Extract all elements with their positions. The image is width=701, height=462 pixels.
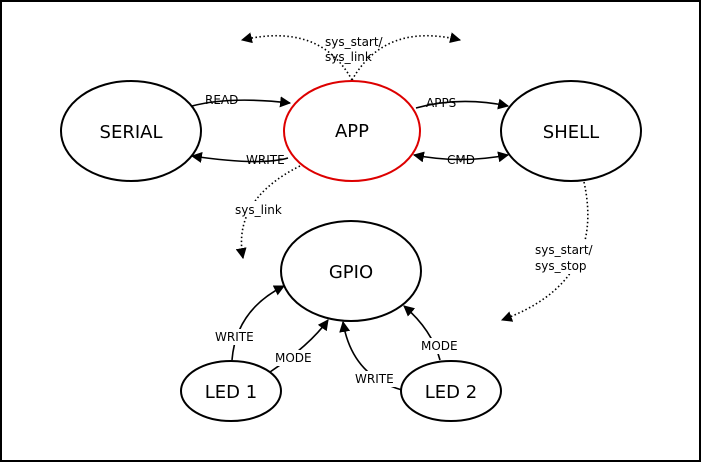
edge-label-sys-stop-shell-2: sys_stop — [535, 259, 587, 273]
edge-label-bg — [352, 371, 398, 387]
edge-label-bg — [232, 201, 290, 217]
node-app: APP — [283, 80, 421, 182]
edge-label-led2-write: WRITE — [355, 372, 394, 386]
edge-serial-to-app-read — [191, 96, 292, 108]
node-serial: SERIAL — [60, 80, 202, 182]
node-led1-label: LED 1 — [205, 382, 257, 403]
edge-label-read: READ — [205, 93, 238, 107]
edge-label-sys-start-shell-1: sys_start/ — [535, 243, 594, 257]
node-led2-label: LED 2 — [425, 382, 477, 403]
edge-app-sys-link — [235, 165, 301, 260]
edge-label-write-serial: WRITE — [246, 153, 285, 167]
edge-label-apps: APPS — [426, 96, 456, 110]
edge-label-bg — [212, 329, 258, 345]
edge-led1-mode — [269, 319, 329, 373]
node-gpio-label: GPIO — [329, 262, 373, 283]
edge-label-bg — [532, 240, 598, 274]
edge-led2-mode — [403, 305, 441, 361]
edge-app-to-serial-write — [190, 151, 289, 163]
edge-label-sys-start-app-1: sys_start/ — [325, 35, 384, 49]
node-gpio: GPIO — [280, 220, 422, 322]
node-app-label: APP — [335, 121, 369, 142]
node-serial-label: SERIAL — [100, 122, 163, 143]
edge-label-bg — [272, 350, 316, 366]
edge-label-led1-mode: MODE — [275, 351, 312, 365]
edge-label-bg — [418, 338, 464, 354]
node-led1: LED 1 — [180, 360, 282, 422]
edge-label-led1-write: WRITE — [215, 330, 254, 344]
edge-label-sys-start-app-2: sys_link — [325, 50, 372, 64]
node-led2: LED 2 — [400, 360, 502, 422]
edge-app-to-shell-apps — [415, 98, 510, 110]
node-shell: SHELL — [500, 80, 642, 182]
node-app-outline — [283, 80, 421, 182]
edge-label-led2-mode: MODE — [421, 339, 458, 353]
edge-label-cmd: CMD — [447, 153, 475, 167]
edge-app-sys-start-right — [351, 32, 462, 81]
node-shell-label: SHELL — [543, 122, 599, 143]
edge-label-sys-link: sys_link — [235, 203, 282, 217]
edge-app-shell-cmd — [412, 151, 510, 163]
edge-led1-write — [231, 285, 285, 361]
